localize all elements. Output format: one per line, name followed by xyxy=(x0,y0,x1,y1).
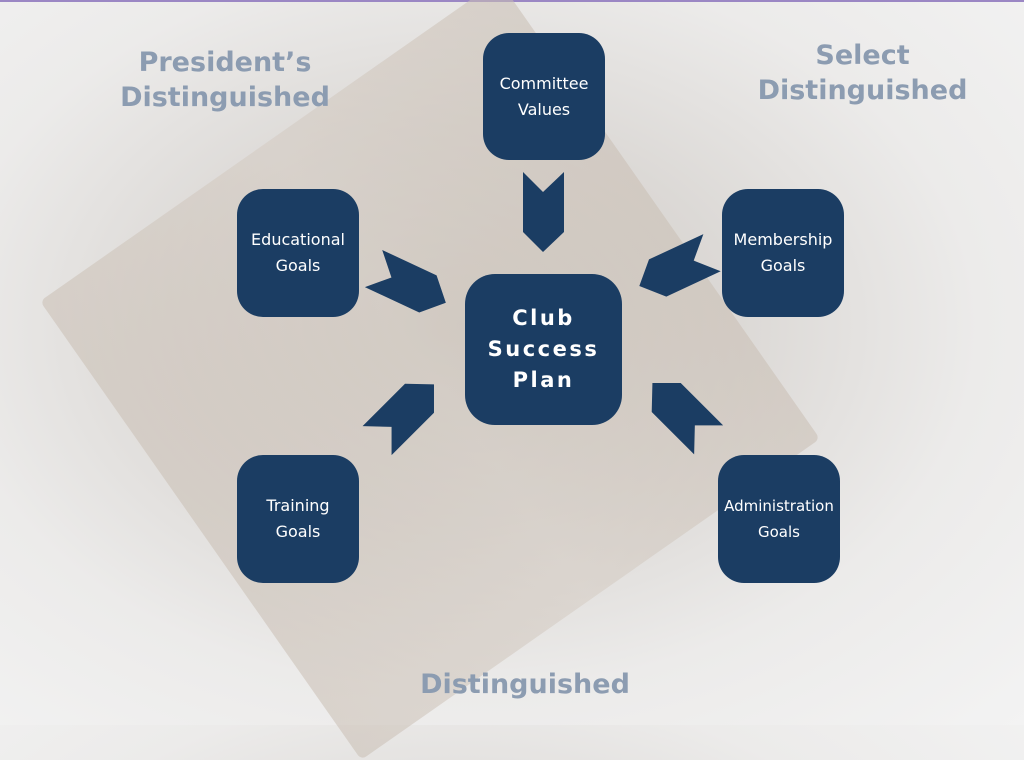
tier-presidents-distinguished: President’s Distinguished xyxy=(120,47,330,113)
node-membership-goals: Membership Goals xyxy=(722,189,844,317)
tier-distinguished: Distinguished xyxy=(420,669,630,700)
node-committee-values: Committee Values xyxy=(483,33,605,160)
node-label: Educational Goals xyxy=(251,230,345,275)
arrow-membership-icon xyxy=(639,234,721,297)
node-label: Committee Values xyxy=(499,73,589,119)
center-label: Club Success Plan xyxy=(487,306,600,392)
node-educational-goals: Educational Goals xyxy=(237,189,359,317)
tier-select-distinguished: Select Distinguished xyxy=(757,40,968,106)
node-label: Administration Goals xyxy=(724,497,834,541)
arrow-educational-icon xyxy=(364,249,446,313)
node-label: Membership Goals xyxy=(733,230,833,275)
arrow-down-icon xyxy=(523,172,564,252)
arrow-training-icon xyxy=(362,383,434,456)
node-training-goals: Training Goals xyxy=(237,455,359,583)
arrow-administration-icon xyxy=(651,383,724,455)
arrows xyxy=(362,172,724,456)
node-club-success-plan: Club Success Plan xyxy=(465,274,622,425)
node-label: Training Goals xyxy=(266,496,330,541)
node-administration-goals: Administration Goals xyxy=(718,455,840,583)
